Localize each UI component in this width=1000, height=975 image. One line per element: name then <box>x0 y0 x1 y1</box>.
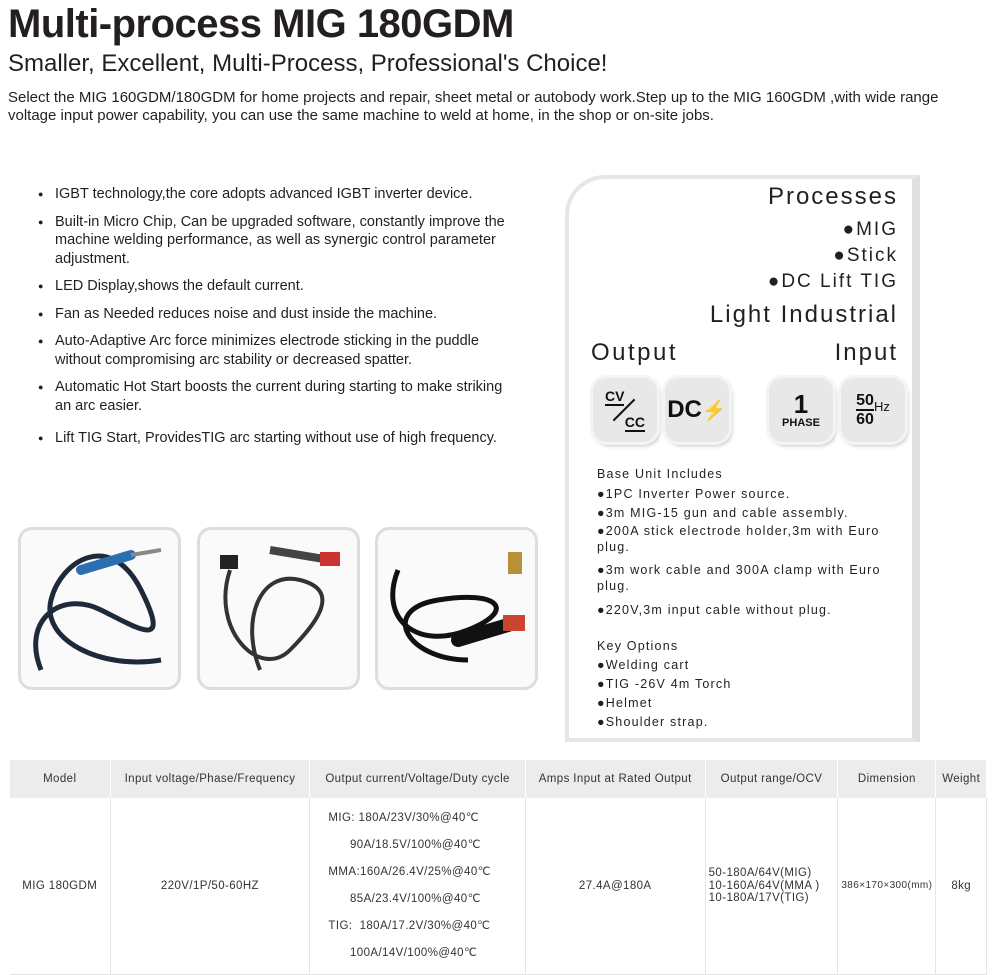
process-item: ●Stick <box>833 245 898 266</box>
col-header: Amps Input at Rated Output <box>525 760 706 798</box>
base-item: ●3m MIG-15 gun and cable assembly. <box>597 506 849 520</box>
base-item: ●1PC Inverter Power source. <box>597 487 791 501</box>
phase-number: 1 <box>793 389 809 419</box>
col-header: Output range/OCV <box>705 760 839 798</box>
cell-model: MIG 180GDM <box>10 798 111 975</box>
base-unit-heading: Base Unit Includes <box>597 467 723 481</box>
option-item: ●Shoulder strap. <box>597 715 709 729</box>
col-header: Weight <box>935 760 987 798</box>
range-line: 10-160A/64V(MMA ) <box>708 879 820 892</box>
process-item: ●MIG <box>842 219 898 240</box>
spec-panel: Processes ●MIG ●Stick ●DC Lift TIG Light… <box>565 175 920 742</box>
range-line: 50-180A/64V(MIG) <box>708 867 812 879</box>
cell-input: 220V/1P/50-60HZ <box>110 798 311 975</box>
col-header: Model <box>10 760 111 798</box>
feature-item: Automatic Hot Start boosts the current d… <box>38 378 508 415</box>
output-line: 90A/18.5V/100%@40℃ <box>328 838 481 851</box>
process-item: ●DC Lift TIG <box>767 271 898 292</box>
output-line: MIG: 180A/23V/30%@40℃ <box>328 811 480 824</box>
output-line: 85A/23.4V/100%@40℃ <box>328 892 481 905</box>
base-item: ●3m work cable and 300A clamp with Euro … <box>597 563 881 593</box>
cell-weight: 8kg <box>935 798 987 975</box>
intro-text: Select the MIG 160GDM/180GDM for home pr… <box>8 89 939 124</box>
class-label: Light Industrial <box>709 301 898 328</box>
col-header: Output current/Voltage/Duty cycle <box>309 760 526 798</box>
col-header: Input voltage/Phase/Frequency <box>110 760 311 798</box>
feature-item: IGBT technology,the core adopts advanced… <box>38 185 508 204</box>
hz-top: 50 <box>856 392 874 411</box>
output-line: MMA:160A/26.4V/25%@40℃ <box>328 865 491 878</box>
options-heading: Key Options <box>597 639 679 653</box>
output-line: 100A/14V/100%@40℃ <box>328 946 478 959</box>
subtitle: Smaller, Excellent, Multi-Process, Profe… <box>8 50 608 77</box>
feature-item: LED Display,shows the default current. <box>38 277 508 296</box>
electrode-holder-photo <box>197 527 360 690</box>
page-title: Multi-process MIG 180GDM <box>8 2 514 46</box>
hz-bottom: 60 <box>856 411 874 428</box>
mig-torch-photo <box>18 527 181 690</box>
output-label: Output <box>591 339 679 366</box>
feature-item: Auto-Adaptive Arc force minimizes electr… <box>38 332 508 369</box>
base-item: ●200A stick electrode holder,3m with Eur… <box>597 524 880 554</box>
table-row: MIG 180GDM 220V/1P/50-60HZ MIG: 180A/23V… <box>10 798 987 975</box>
processes-heading: Processes <box>767 183 898 210</box>
cell-output: MIG: 180A/23V/30%@40℃ 90A/18.5V/100%@40℃… <box>309 798 526 975</box>
cv-cc-icon: CV CC <box>593 378 657 442</box>
output-line: TIG: 180A/17.2V/30%@40℃ <box>328 919 491 932</box>
option-item: ●Welding cart <box>597 658 690 672</box>
feature-item: Lift TIG Start, ProvidesTIG arc starting… <box>38 429 508 448</box>
feature-item: Built-in Micro Chip, Can be upgraded sof… <box>38 213 508 269</box>
option-item: ●TIG -26V 4m Torch <box>597 677 732 691</box>
hz-label: Hz <box>873 398 890 414</box>
dc-text: DC <box>667 396 702 423</box>
feature-list: IGBT technology,the core adopts advanced… <box>38 185 508 457</box>
input-label: Input <box>834 339 898 366</box>
dc-icon: DC⚡ <box>665 378 729 442</box>
feature-item: Fan as Needed reduces noise and dust ins… <box>38 305 508 324</box>
col-header: Dimension <box>837 760 937 798</box>
base-item: ●220V,3m input cable without plug. <box>597 603 832 617</box>
cell-range: 50-180A/64V(MIG) 10-160A/64V(MMA ) 10-18… <box>705 798 839 975</box>
spec-table: Model Input voltage/Phase/Frequency Outp… <box>10 760 987 975</box>
phase-text: PHASE <box>782 417 820 429</box>
option-item: ●Helmet <box>597 696 653 710</box>
cell-dimension: 386×170×300(mm) <box>837 798 937 975</box>
range-line: 10-180A/17V(TIG) <box>708 892 810 904</box>
cv-text: CV <box>605 388 625 406</box>
cc-text: CC <box>624 414 645 432</box>
cell-amps: 27.4A@180A <box>525 798 706 975</box>
ground-clamp-photo <box>375 527 538 690</box>
